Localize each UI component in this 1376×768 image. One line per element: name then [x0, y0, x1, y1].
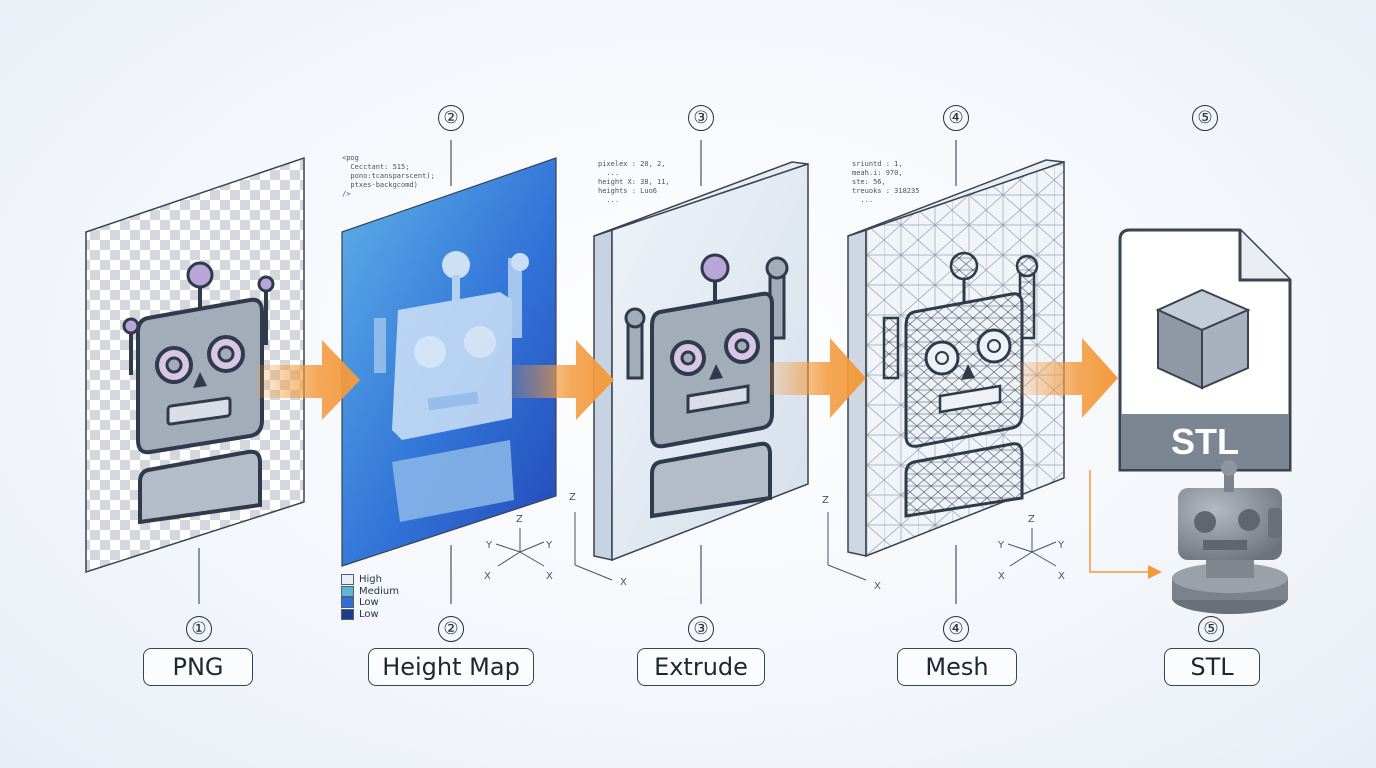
- step-number-5: ⑤: [1198, 616, 1224, 642]
- legend-item: High: [341, 574, 399, 586]
- legend-swatch: [341, 574, 354, 586]
- step-label-mesh: Mesh: [897, 648, 1017, 686]
- svg-text:X: X: [620, 577, 627, 588]
- svg-text:Y: Y: [485, 540, 493, 551]
- arrow-extrude-to-mesh: [768, 338, 866, 418]
- svg-text:X: X: [874, 581, 881, 592]
- code-snippet-mesh: sriuntd : 1, meah.i: 970, ste: 56, treuo…: [852, 160, 920, 204]
- legend-label: Medium: [359, 585, 399, 597]
- code-snippet-height-map: <pog Cecctant: 515; pono:tcansparscent);…: [342, 154, 435, 198]
- robot-icon: [122, 261, 275, 525]
- svg-text:Z: Z: [822, 495, 829, 506]
- arrow-mesh-to-stl: [1020, 338, 1118, 418]
- step-number-top-4: ④: [943, 105, 969, 131]
- mesh-panel: [847, 159, 1065, 558]
- flow-arrows: [256, 338, 1162, 579]
- height-map-panel: [341, 157, 557, 567]
- legend-swatch: [341, 608, 354, 620]
- svg-text:X: X: [1058, 571, 1065, 582]
- step-number-4: ④: [943, 616, 969, 642]
- legend-swatch: [341, 597, 354, 609]
- arrow-png-to-heightmap: [256, 340, 360, 420]
- step-number-1: ①: [186, 616, 212, 642]
- step-label-extrude: Extrude: [637, 648, 765, 686]
- step-number-top-2: ②: [438, 105, 464, 131]
- legend-label: Low: [359, 597, 379, 609]
- arrow-stl-to-print-line: [1089, 470, 1150, 573]
- step-number-top-5: ⑤: [1192, 105, 1218, 131]
- svg-text:Y: Y: [997, 540, 1005, 551]
- arrow-heightmap-to-extrude: [510, 340, 614, 420]
- svg-text:Y: Y: [545, 540, 553, 551]
- printed-robot-icon: [1172, 460, 1288, 614]
- legend-label: High: [359, 574, 382, 586]
- svg-text:Z: Z: [569, 492, 576, 503]
- robot-extruded-icon: [624, 253, 789, 519]
- leader-lines: [198, 140, 957, 604]
- svg-text:Z: Z: [516, 514, 523, 525]
- legend-item: Low: [341, 608, 399, 621]
- svg-text:X: X: [484, 571, 491, 582]
- svg-text:Z: Z: [1028, 514, 1035, 525]
- step-label-height-map: Height Map: [368, 648, 534, 686]
- step-number-3: ③: [688, 616, 714, 642]
- legend-item: Low: [341, 597, 399, 609]
- arrow-stl-to-print-head: [1148, 565, 1162, 579]
- step-number-2: ②: [438, 616, 464, 642]
- step-number-top-3: ③: [688, 105, 714, 131]
- robot-mesh-icon: [882, 251, 1039, 518]
- legend-label: Low: [359, 608, 379, 620]
- step-label-stl: STL: [1164, 648, 1260, 686]
- step-label-png: PNG: [143, 648, 253, 686]
- legend-item: Medium: [341, 585, 399, 598]
- extrude-panel: [593, 161, 809, 562]
- stl-file-icon: [1118, 228, 1292, 472]
- cube-icon: [1155, 288, 1251, 390]
- png-panel: [85, 156, 305, 574]
- svg-text:X: X: [546, 571, 553, 582]
- svg-text:X: X: [998, 571, 1005, 582]
- robot-height-icon: [374, 251, 529, 522]
- height-legend: High Medium Low Low: [341, 574, 399, 620]
- legend-swatch: [341, 585, 354, 597]
- stl-file-badge: STL: [1171, 421, 1239, 462]
- axis-labels: Z Y Y X X Z X Z X Z Y Y X X: [484, 492, 1065, 592]
- axis-gizmos: [495, 512, 1057, 581]
- code-snippet-extrude: pixelex : 20, 2, ... height X: 38, 11, h…: [598, 160, 670, 204]
- svg-text:Y: Y: [1057, 540, 1065, 551]
